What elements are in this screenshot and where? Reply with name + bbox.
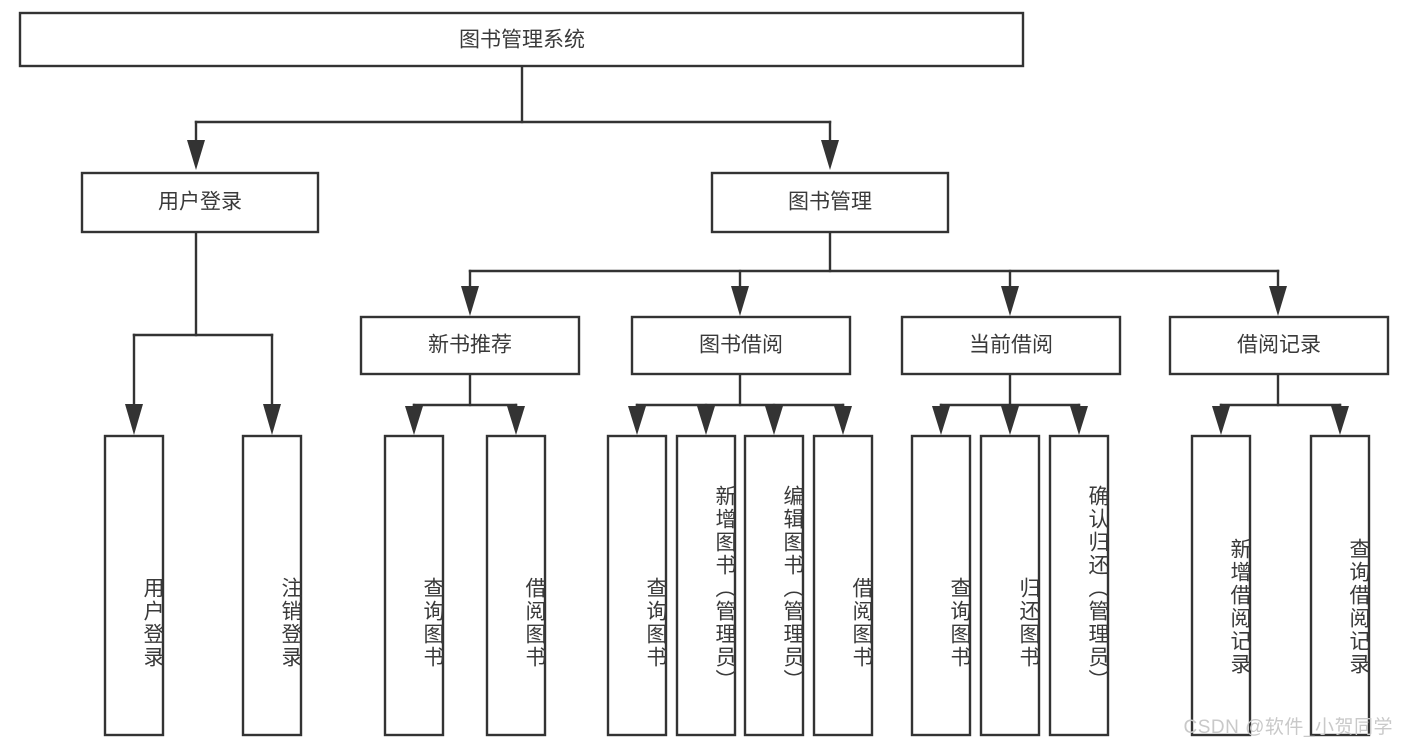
node-root-label: 图书管理系统 [459, 29, 585, 52]
connector-group-book-manage [461, 230, 1287, 316]
arrow-head-leaf-query-book-1 [405, 406, 423, 435]
arrow-head-leaf-borrow-book-2 [834, 406, 852, 435]
leaf-query-book-1-box[interactable] [383, 434, 445, 737]
csdn-watermark: CSDN @软件_小贺同学 [1183, 717, 1393, 738]
connector-group-borrow-record [1212, 373, 1349, 435]
arrow-head-new-book-recommend [461, 286, 479, 316]
arrow-head-leaf-add-book [697, 406, 715, 435]
arrow-head-borrow-record [1269, 286, 1287, 316]
connector-group-current-borrow [932, 373, 1088, 435]
node-current-borrow[interactable]: 当前借阅 [900, 315, 1122, 376]
leaf-query-book-2-box[interactable] [606, 434, 668, 737]
leaf-add-record-box[interactable] [1190, 434, 1252, 737]
node-book-borrow-box[interactable] [630, 315, 852, 376]
leaf-edit-book-box[interactable] [743, 434, 805, 737]
arrow-head-leaf-return-book [1001, 406, 1019, 435]
node-borrow-record[interactable]: 借阅记录 [1168, 315, 1390, 376]
node-root[interactable]: 图书管理系统 [18, 11, 1025, 68]
leaf-confirm-return-box[interactable] [1048, 434, 1110, 737]
node-root-box[interactable] [18, 11, 1025, 68]
node-book-borrow[interactable]: 图书借阅 [630, 315, 852, 376]
arrow-head-user-login [187, 140, 205, 170]
arrow-head-leaf-edit-book [765, 406, 783, 435]
arrow-head-leaf-query-record [1331, 406, 1349, 435]
leaf-boxes [103, 434, 1371, 737]
node-book-manage[interactable]: 图书管理 [710, 171, 950, 234]
arrow-head-leaf-user-login [125, 404, 143, 435]
arrow-head-leaf-query-book-2 [628, 406, 646, 435]
connector-group-book-borrow [628, 373, 852, 435]
node-current-borrow-label: 当前借阅 [969, 334, 1053, 357]
node-borrow-record-label: 借阅记录 [1237, 334, 1321, 357]
arrow-head-leaf-query-book-3 [932, 406, 950, 435]
leaf-query-book-3-box[interactable] [910, 434, 972, 737]
node-current-borrow-box[interactable] [900, 315, 1122, 376]
connector-group-user-login [125, 230, 281, 435]
arrow-head-leaf-borrow-book-1 [507, 406, 525, 435]
arrow-head-book-manage [821, 140, 839, 170]
node-user-login[interactable]: 用户登录 [80, 171, 320, 234]
connector-group-new-book-recommend [405, 373, 525, 435]
node-new-book-recommend-label: 新书推荐 [428, 334, 512, 357]
connector-group-root [187, 64, 839, 170]
node-new-book-recommend-box[interactable] [359, 315, 581, 376]
node-borrow-record-box[interactable] [1168, 315, 1390, 376]
arrow-head-leaf-add-record [1212, 406, 1230, 435]
arrow-head-current-borrow [1001, 286, 1019, 316]
node-book-manage-label: 图书管理 [788, 191, 872, 214]
node-user-login-label: 用户登录 [158, 191, 242, 214]
arrow-head-leaf-confirm-return [1070, 406, 1088, 435]
node-book-manage-box[interactable] [710, 171, 950, 234]
leaf-query-record-box[interactable] [1309, 434, 1371, 737]
leaf-add-book-box[interactable] [675, 434, 737, 737]
leaf-borrow-book-1-box[interactable] [485, 434, 547, 737]
node-user-login-box[interactable] [80, 171, 320, 234]
arrow-head-book-borrow [731, 286, 749, 316]
node-book-borrow-label: 图书借阅 [699, 334, 783, 357]
node-new-book-recommend[interactable]: 新书推荐 [359, 315, 581, 376]
leaf-user-login-box[interactable] [103, 434, 165, 737]
leaf-borrow-book-2-box[interactable] [812, 434, 874, 737]
arrow-head-leaf-logout-login [263, 404, 281, 435]
leaf-logout-login-box[interactable] [241, 434, 303, 737]
leaf-return-book-box[interactable] [979, 434, 1041, 737]
